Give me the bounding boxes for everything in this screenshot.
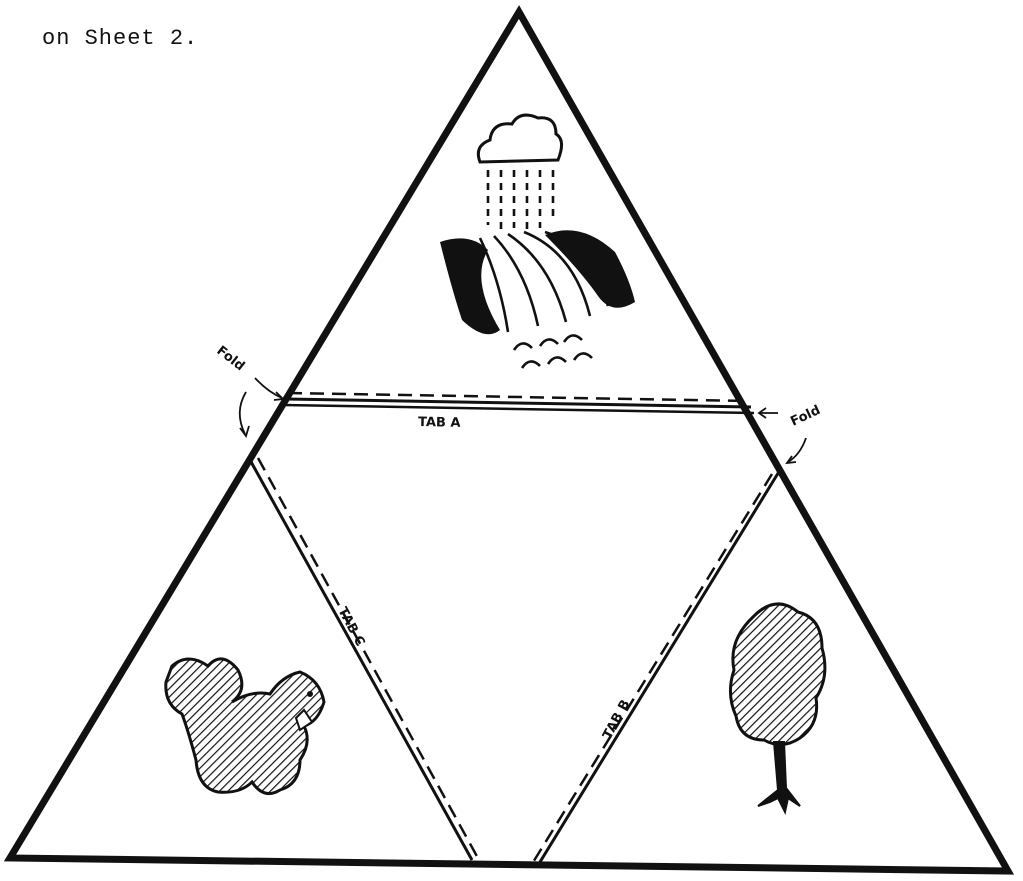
tab-c-fold-line <box>250 458 479 860</box>
tab-a-fold-line <box>283 393 754 413</box>
tree-icon <box>730 604 824 812</box>
squirrel-icon <box>166 659 324 794</box>
fold-left-label: Fold <box>214 343 248 374</box>
tab-a-label: TAB A <box>418 415 461 431</box>
fold-left-arrows <box>240 378 283 436</box>
rain-over-field-icon <box>440 115 635 368</box>
tab-c-label: TAB C <box>334 605 367 649</box>
fold-right-label: Fold <box>788 403 822 430</box>
